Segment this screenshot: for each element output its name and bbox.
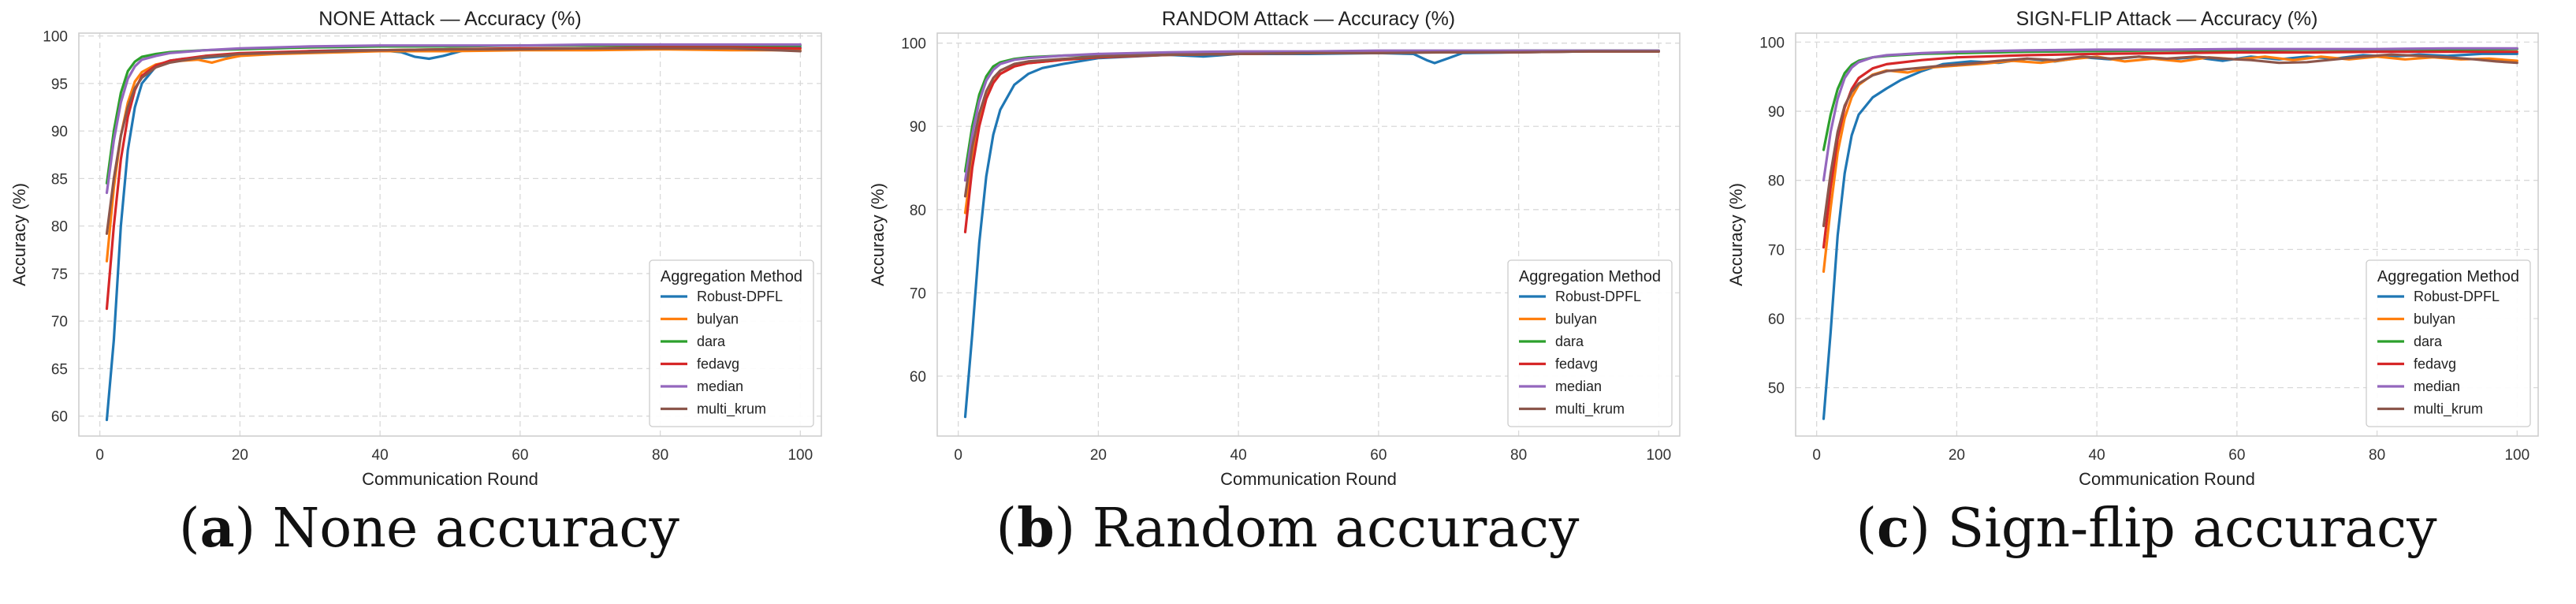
y-tick-label: 100	[1759, 35, 1785, 51]
y-tick-label: 90	[51, 124, 68, 140]
y-tick-label: 60	[910, 369, 926, 386]
legend-label: fedavg	[1555, 356, 1598, 372]
y-tick-label: 100	[43, 29, 68, 46]
x-tick-label: 40	[2089, 447, 2105, 464]
legend-label: Robust-DPFL	[1555, 289, 1641, 304]
plot-frame	[1795, 32, 2539, 437]
series-line-multi_krum	[963, 50, 1660, 198]
legend-label: fedavg	[2414, 356, 2456, 372]
y-tick-label: 90	[1768, 104, 1785, 121]
legend-label: multi_krum	[697, 401, 766, 418]
y-tick-label: 90	[910, 119, 926, 136]
plot-frame	[78, 32, 822, 437]
chart-title: SIGN-FLIP Attack — Accuracy (%)	[2016, 8, 2318, 30]
legend-label: median	[2414, 378, 2460, 394]
x-tick-label: 20	[232, 447, 248, 464]
legend-label: Robust-DPFL	[697, 289, 783, 304]
caption-random-letter: b	[1017, 497, 1055, 560]
x-tick-label: 80	[1510, 447, 1527, 464]
y-tick-label: 100	[901, 36, 926, 53]
series-line-bulyan	[105, 47, 802, 263]
chart-panel-random: 0 20 40 60 80 100 60 70 80 90 100 RANDOM Attack — A…	[858, 0, 1717, 560]
y-tick-label: 50	[1768, 381, 1785, 397]
x-tick-label: 20	[1949, 447, 1965, 464]
y-tick-label: 80	[51, 219, 68, 236]
x-tick-label: 80	[652, 447, 668, 464]
y-tick-label: 80	[1768, 173, 1785, 190]
caption-none: (a) None accuracy	[179, 497, 679, 560]
x-axis-label: Communication Round	[1220, 469, 1397, 489]
x-tick-label: 60	[1370, 447, 1387, 464]
chart-random-svg: 0 20 40 60 80 100 60 70 80 90 100 RANDOM Attack — A…	[868, 8, 1681, 489]
x-axis-label: Communication Round	[362, 469, 538, 489]
series-line-median	[1822, 47, 2518, 182]
x-tick-label: 100	[787, 447, 813, 464]
y-tick-label: 65	[51, 361, 68, 378]
y-tick-label: 70	[1768, 242, 1785, 259]
legend-label: fedavg	[697, 356, 739, 372]
chart-signflip-svg: 0 20 40 60 80 100 50 60 70 80 90 100 SIGN-FLIP Attac…	[1726, 8, 2539, 489]
legend-title: Aggregation Method	[1519, 268, 1661, 285]
series-line-median	[105, 43, 802, 195]
x-tick-label: 20	[1090, 447, 1107, 464]
legend-label: bulyan	[1555, 311, 1597, 327]
legend-title: Aggregation Method	[661, 268, 802, 285]
caption-signflip: (c) Sign-flip accuracy	[1856, 497, 2437, 560]
x-tick-label: 100	[2504, 447, 2529, 464]
legend-label: Robust-DPFL	[2414, 289, 2500, 304]
legend-label: dara	[697, 334, 726, 349]
y-axis-label: Accuracy (%)	[9, 183, 29, 286]
legend-box	[649, 259, 814, 427]
x-tick-label: 40	[1230, 447, 1247, 464]
caption-random: (b) Random accuracy	[996, 497, 1580, 560]
legend-label: dara	[2414, 334, 2443, 349]
chart-none-svg: 0 20 40 60 80 100 60 65 70 75 80 85 90 95 100 NONE Atta…	[9, 8, 822, 489]
caption-signflip-letter: c	[1877, 497, 1910, 560]
legend-title: Aggregation Method	[2377, 268, 2519, 285]
caption-none-letter: a	[199, 497, 235, 560]
x-tick-label: 0	[95, 447, 104, 464]
x-tick-label: 100	[1646, 447, 1671, 464]
legend-label: bulyan	[2414, 311, 2455, 327]
y-axis-label: Accuracy (%)	[868, 183, 888, 286]
series-line-median	[963, 49, 1660, 182]
y-tick-label: 80	[910, 203, 926, 219]
x-tick-label: 0	[1812, 447, 1821, 464]
series-line-multi_krum	[105, 47, 802, 235]
y-tick-label: 60	[1768, 311, 1785, 328]
caption-none-text: None accuracy	[255, 498, 679, 560]
legend-label: median	[1555, 378, 1602, 394]
series-line-multi_krum	[1822, 53, 2518, 228]
chart-title: RANDOM Attack — Accuracy (%)	[1162, 8, 1455, 30]
x-tick-label: 0	[954, 447, 962, 464]
x-tick-label: 40	[372, 447, 389, 464]
y-tick-label: 70	[51, 314, 68, 330]
caption-random-text: Random accuracy	[1075, 498, 1580, 560]
legend-label: dara	[1555, 334, 1584, 349]
x-tick-label: 80	[2369, 447, 2385, 464]
y-tick-label: 95	[51, 76, 68, 93]
x-tick-label: 60	[2228, 447, 2245, 464]
legend-box	[1507, 259, 1673, 427]
x-tick-label: 60	[512, 447, 528, 464]
legend-label: multi_krum	[2414, 401, 2483, 418]
y-tick-label: 85	[51, 171, 68, 188]
plot-frame	[936, 32, 1681, 437]
y-axis-label: Accuracy (%)	[1726, 183, 1746, 286]
caption-signflip-text: Sign-flip accuracy	[1930, 498, 2437, 560]
chart-panel-signflip: 0 20 40 60 80 100 50 60 70 80 90 100 SIGN-FLIP Attac…	[1717, 0, 2576, 560]
y-tick-label: 75	[51, 267, 68, 283]
y-tick-label: 70	[910, 285, 926, 302]
legend-box	[2366, 259, 2531, 427]
x-axis-label: Communication Round	[2079, 469, 2255, 489]
legend-label: bulyan	[697, 311, 739, 327]
chart-panel-none: 0 20 40 60 80 100 60 65 70 75 80 85 90 95 100 NONE Atta…	[0, 0, 858, 560]
legend-label: multi_krum	[1555, 401, 1625, 418]
y-tick-label: 60	[51, 409, 68, 426]
legend-label: median	[697, 378, 743, 394]
chart-title: NONE Attack — Accuracy (%)	[318, 8, 581, 30]
